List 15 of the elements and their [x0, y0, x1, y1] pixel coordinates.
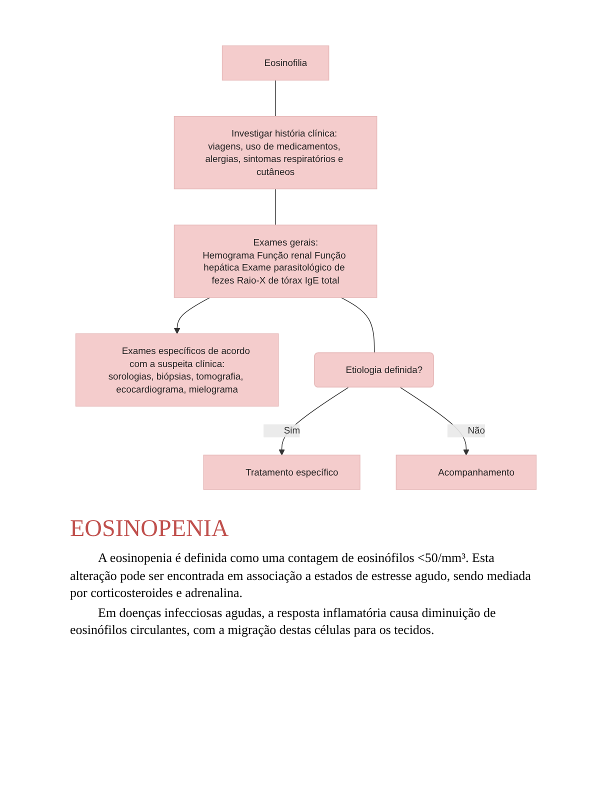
arrow: [174, 297, 210, 334]
node-box: Exames gerais: Hemograma Função renal Função hepática Exame parasitológico de fezes Raio-X de tórax IgE total: [174, 224, 378, 298]
edge-label: Sim: [284, 425, 300, 436]
node-box: Tratamento específico: [203, 454, 360, 490]
node-box: Exames específicos de acordo com a suspeita clínica: sorologias, biópsias, tomografia, ecocardiograma, mielograma: [75, 333, 279, 407]
connector: [340, 297, 375, 354]
connector: [275, 188, 276, 226]
section-heading: EOSINOPENIA: [70, 516, 229, 544]
connector: [275, 80, 276, 117]
node-box: Eosinofilia: [222, 45, 330, 81]
paragraph: Em doenças infecciosas agudas, a resposta inflamatória causa diminuição de eosinófilos circulantes, com a migração destas células para os tecidos.: [70, 604, 497, 640]
node-box: Acompanhamento: [396, 454, 537, 490]
edge-label: Não: [468, 425, 485, 436]
node-box: Investigar história clínica: viagens, uso de medicamentos, alergias, sintomas respiratórios e cutâneos: [174, 116, 378, 190]
paragraph: A eosinopenia é definida como uma contagem de eosinófilos <50/mm³. Esta alteração pode ser encontrada em associação a estados de estresse agudo, sendo mediada por corticosteroides e adrenalina.: [70, 549, 532, 602]
